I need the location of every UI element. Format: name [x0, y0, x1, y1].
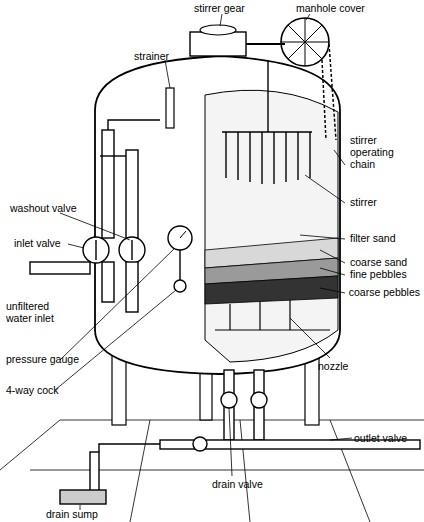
gauge	[168, 226, 192, 250]
part-label: manhole cover	[296, 2, 365, 14]
gear-shaft	[246, 43, 285, 45]
stirrer-comb	[222, 60, 312, 184]
part-label: coarse pebbles	[349, 286, 420, 298]
part-label: unfiltered water inlet	[6, 300, 76, 324]
gauge-needle	[180, 231, 186, 238]
cutaway	[205, 90, 338, 362]
part-label: stirrer gear	[194, 2, 245, 14]
wheel-spokes	[281, 18, 329, 66]
part-label: washout valve	[10, 202, 77, 214]
part-label: stirrer	[350, 196, 377, 208]
part-label: drain valve	[212, 478, 263, 490]
part-label: nozzle	[318, 360, 348, 372]
part-label: strainer	[134, 50, 169, 62]
floor-grid	[0, 420, 424, 522]
coarse-pebbles-layer	[205, 276, 338, 304]
part-label: pressure gauge	[6, 353, 79, 365]
chain	[329, 44, 336, 140]
part-label: filter sand	[350, 232, 396, 244]
nozzles	[215, 300, 330, 330]
part-label: coarse sand	[350, 256, 407, 268]
chain	[322, 60, 326, 140]
part-label: fine pebbles	[350, 268, 407, 280]
part-label: outlet valve	[354, 432, 407, 444]
chain-wheel	[281, 18, 329, 66]
gauge-pipe	[179, 250, 180, 280]
strainer-tube	[166, 88, 174, 128]
part-label: drain sump	[46, 508, 98, 520]
gear-wheel	[200, 25, 236, 35]
part-label: stirrer operating chain	[350, 134, 412, 170]
part-label: 4-way cock	[6, 384, 59, 396]
pipework	[30, 120, 160, 312]
part-label: inlet valve	[14, 237, 61, 249]
bottom-pipes	[60, 370, 420, 504]
leader-lines	[55, 14, 352, 510]
